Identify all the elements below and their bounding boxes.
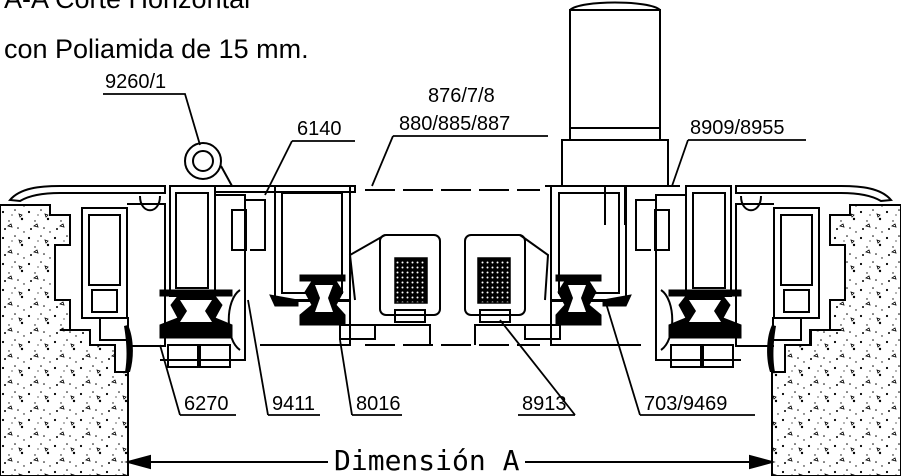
handle-block — [561, 1, 669, 225]
title-line-1: A-A Corte Horizontal — [4, 0, 250, 13]
callout-880-885-887: 880/885/887 — [399, 113, 511, 135]
brush-seals — [394, 257, 511, 304]
right-frame-profile — [550, 185, 841, 368]
dimension-label: Dimensión A — [328, 447, 526, 475]
title-line-2: con Poliamida de 15 mm. — [4, 34, 309, 64]
roller-circle — [184, 142, 233, 187]
right-gasket-cutouts — [568, 285, 721, 322]
callout-8016: 8016 — [356, 393, 401, 415]
sealant-beads — [124, 325, 776, 372]
centre-interlock — [339, 234, 561, 345]
callout-876-7-8: 876/7/8 — [428, 85, 495, 107]
callout-703-9469: 703/9469 — [644, 393, 728, 415]
callout-8909-8955: 8909/8955 — [690, 117, 785, 139]
callout-9260-1: 9260/1 — [105, 71, 167, 93]
left-gasket-cutouts — [180, 285, 333, 322]
leader-lines — [103, 93, 806, 416]
outer-trim — [8, 185, 893, 346]
callout-9411: 9411 — [272, 393, 316, 415]
callout-6270: 6270 — [184, 393, 229, 415]
callout-8913: 8913 — [522, 393, 567, 415]
callout-6140: 6140 — [297, 118, 342, 140]
